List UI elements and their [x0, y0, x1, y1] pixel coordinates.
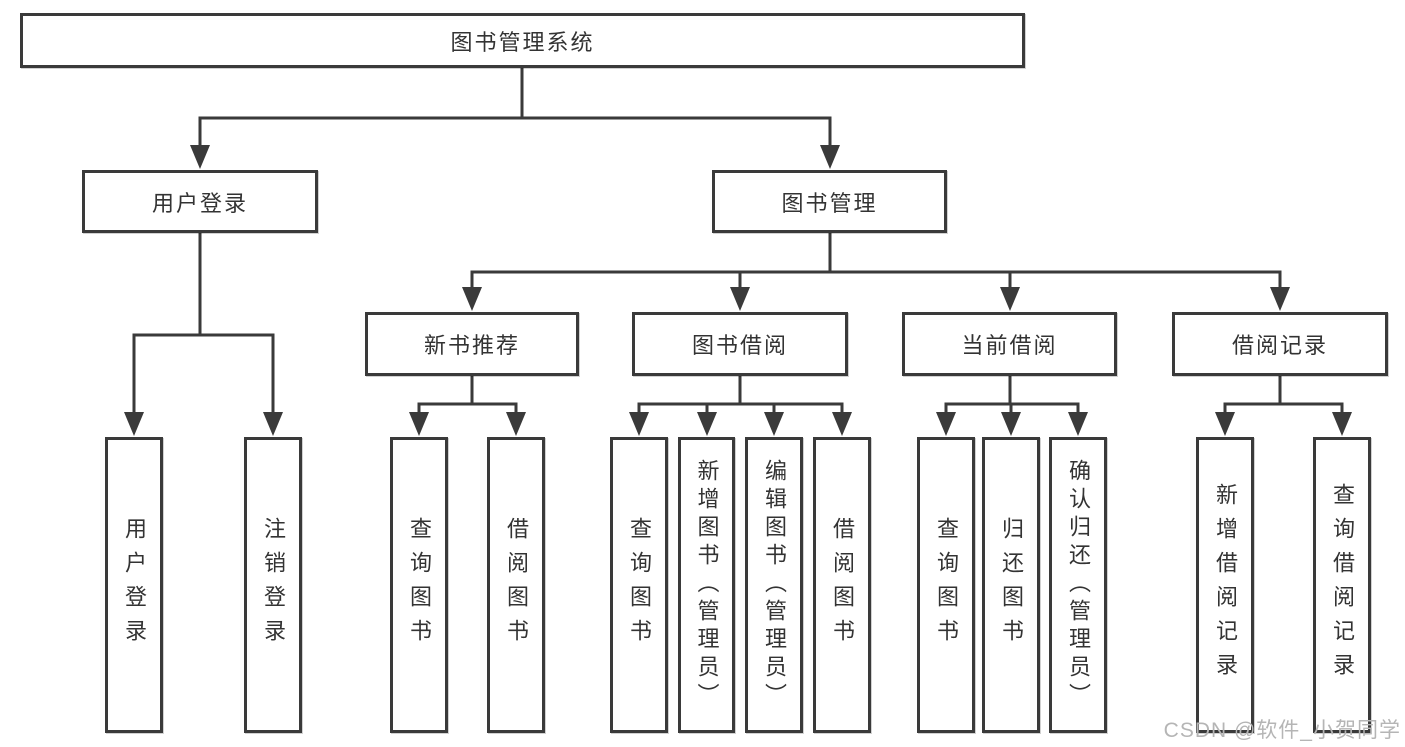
leaf-label: 新增图书（管理员）: [694, 459, 720, 711]
node-book-borrow: 图书借阅: [632, 312, 848, 376]
node-label: 图书借阅: [691, 333, 788, 358]
leaf-label: 编辑图书（管理员）: [762, 459, 787, 711]
leaf-label: 查询图书: [407, 517, 432, 653]
node-label: 用户登录: [151, 190, 248, 216]
leaf-label: 注销登录: [261, 517, 286, 653]
leaf-query-books-current: 查询图书: [917, 437, 975, 733]
node-label: 新书推荐: [423, 333, 520, 358]
node-label: 图书管理系统: [450, 29, 595, 55]
node-label: 借阅记录: [1231, 333, 1328, 358]
leaf-label: 确认归还（管理员）: [1066, 459, 1091, 711]
leaf-borrow-books-2: 借阅图书: [813, 437, 871, 733]
leaf-edit-book-admin: 编辑图书（管理员）: [745, 437, 803, 733]
node-root-library-system: 图书管理系统: [20, 13, 1025, 68]
leaf-label: 查询借阅记录: [1330, 483, 1355, 687]
leaf-label: 借阅图书: [504, 517, 529, 653]
leaf-label: 归还图书: [999, 517, 1024, 653]
leaf-query-books-borrow: 查询图书: [610, 437, 668, 733]
node-label: 图书管理: [781, 190, 878, 216]
connector-lines: [132, 68, 1344, 414]
node-new-book-recommend: 新书推荐: [365, 312, 579, 376]
leaf-user-login: 用户登录: [105, 437, 163, 733]
leaf-borrow-books-recommend: 借阅图书: [487, 437, 545, 733]
connector-arrowheads: [124, 145, 1352, 436]
leaf-return-books: 归还图书: [982, 437, 1040, 733]
node-borrow-records: 借阅记录: [1172, 312, 1388, 376]
leaf-logout: 注销登录: [244, 437, 302, 733]
node-current-borrow: 当前借阅: [902, 312, 1117, 376]
csdn-watermark: CSDN @软件_小贺同学: [1163, 719, 1401, 742]
leaf-query-borrow-record: 查询借阅记录: [1313, 437, 1371, 733]
leaf-label: 借阅图书: [830, 517, 855, 653]
node-label: 当前借阅: [961, 333, 1058, 358]
leaf-label: 查询图书: [627, 517, 652, 653]
leaf-label: 查询图书: [934, 517, 959, 653]
node-book-management: 图书管理: [712, 170, 947, 233]
leaf-label: 新增借阅记录: [1213, 483, 1238, 687]
leaf-query-books-recommend: 查询图书: [390, 437, 448, 733]
node-user-login: 用户登录: [82, 170, 318, 233]
leaf-add-book-admin: 新增图书（管理员）: [678, 437, 735, 733]
leaf-add-borrow-record: 新增借阅记录: [1196, 437, 1254, 733]
leaf-confirm-return-admin: 确认归还（管理员）: [1049, 437, 1107, 733]
leaf-label: 用户登录: [122, 517, 147, 653]
